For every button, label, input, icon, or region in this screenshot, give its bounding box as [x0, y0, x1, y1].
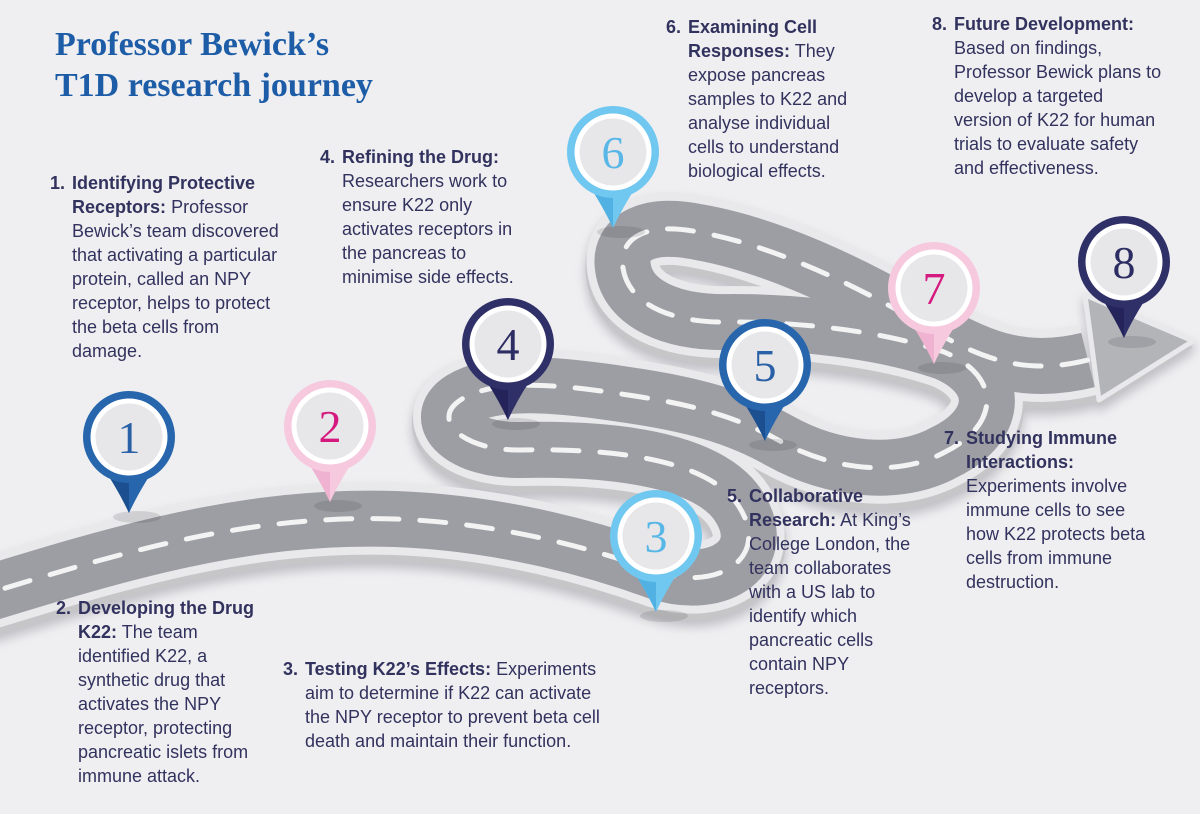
pin-face — [731, 331, 799, 399]
step-heading: Collaborative Research: — [749, 486, 864, 530]
page-title: Professor Bewick’s T1D research journey — [55, 24, 373, 107]
pin-5: 5 — [719, 319, 811, 451]
arrowhead-icon — [1082, 292, 1196, 403]
pins-layer: 1 2 3 4 5 6 7 8 — [83, 106, 1170, 622]
step-body: Identifying Protective Receptors: Profes… — [72, 173, 279, 361]
step-number: 7. — [944, 428, 960, 448]
pin-face — [622, 502, 690, 570]
step-body: Refining the Drug: Researchers work to e… — [342, 147, 514, 287]
step-heading: Testing K22’s Effects: — [305, 659, 492, 679]
pin-number: 4 — [497, 319, 520, 370]
step-body: Collaborative Research: At King’s Colleg… — [749, 486, 911, 698]
step-number: 3. — [283, 659, 299, 679]
pin-shadow — [113, 511, 161, 523]
step-6-text: 6. Examining Cell Responses: They expose… — [666, 16, 871, 184]
step-heading: Future Development: — [954, 14, 1135, 34]
pin-shadow — [597, 226, 645, 238]
title-line-2: T1D research journey — [55, 67, 373, 105]
pin-8: 8 — [1078, 216, 1170, 348]
pin-6: 6 — [567, 106, 659, 238]
step-heading: Studying Immune Interactions: — [966, 428, 1118, 472]
pin-1: 1 — [83, 391, 175, 523]
step-heading: Refining the Drug: — [342, 147, 499, 167]
step-body: Future Development: Based on findings, P… — [954, 14, 1162, 178]
pin-number: 3 — [645, 511, 668, 562]
step-number: 5. — [727, 486, 743, 506]
pin-4: 4 — [462, 298, 554, 430]
step-5-text: 5. Collaborative Research: At King’s Col… — [727, 485, 927, 700]
pin-3: 3 — [610, 490, 702, 622]
step-body: Studying Immune Interactions: Experiment… — [966, 428, 1146, 592]
step-number: 1. — [50, 173, 66, 193]
pin-number: 6 — [602, 127, 625, 178]
pin-shadow — [1108, 336, 1156, 348]
pin-shadow — [918, 362, 966, 374]
pin-number: 8 — [1113, 237, 1136, 288]
pin-shadow — [314, 500, 362, 512]
pin-shadow — [640, 610, 688, 622]
step-number: 6. — [666, 17, 682, 37]
step-heading: Examining Cell Responses: — [688, 17, 818, 61]
step-2-text: 2. Developing the Drug K22: The team ide… — [56, 597, 264, 789]
step-body: Testing K22’s Effects: Experiments aim t… — [305, 659, 600, 751]
step-heading: Developing the Drug K22: — [78, 598, 255, 642]
pin-number: 1 — [118, 412, 141, 463]
step-number: 2. — [56, 598, 72, 618]
step-4-text: 4. Refining the Drug: Researchers work t… — [320, 146, 535, 290]
step-body: Examining Cell Responses: They expose pa… — [688, 17, 848, 181]
pin-face — [296, 392, 364, 460]
pin-number: 5 — [754, 340, 777, 391]
pin-2: 2 — [284, 380, 376, 512]
pin-shadow — [749, 439, 797, 451]
pin-7: 7 — [888, 242, 980, 374]
step-number: 4. — [320, 147, 336, 167]
title-line-1: Professor Bewick’s — [55, 26, 330, 63]
step-body: Developing the Drug K22: The team identi… — [78, 598, 255, 786]
step-7-text: 7. Studying Immune Interactions: Experim… — [944, 427, 1149, 595]
step-number: 8. — [932, 14, 948, 34]
pin-number: 2 — [319, 401, 342, 452]
pin-face — [900, 254, 968, 322]
pin-number: 7 — [923, 263, 946, 314]
pin-face — [1090, 228, 1158, 296]
step-8-text: 8. Future Development: Based on findings… — [932, 13, 1164, 181]
step-heading: Identifying Protective Receptors: — [72, 173, 256, 217]
pin-shadow — [492, 418, 540, 430]
pin-face — [579, 118, 647, 186]
step-1-text: 1. Identifying Protective Receptors: Pro… — [50, 172, 285, 364]
pin-face — [474, 310, 542, 378]
step-3-text: 3. Testing K22’s Effects: Experiments ai… — [283, 658, 603, 754]
pin-face — [95, 403, 163, 471]
